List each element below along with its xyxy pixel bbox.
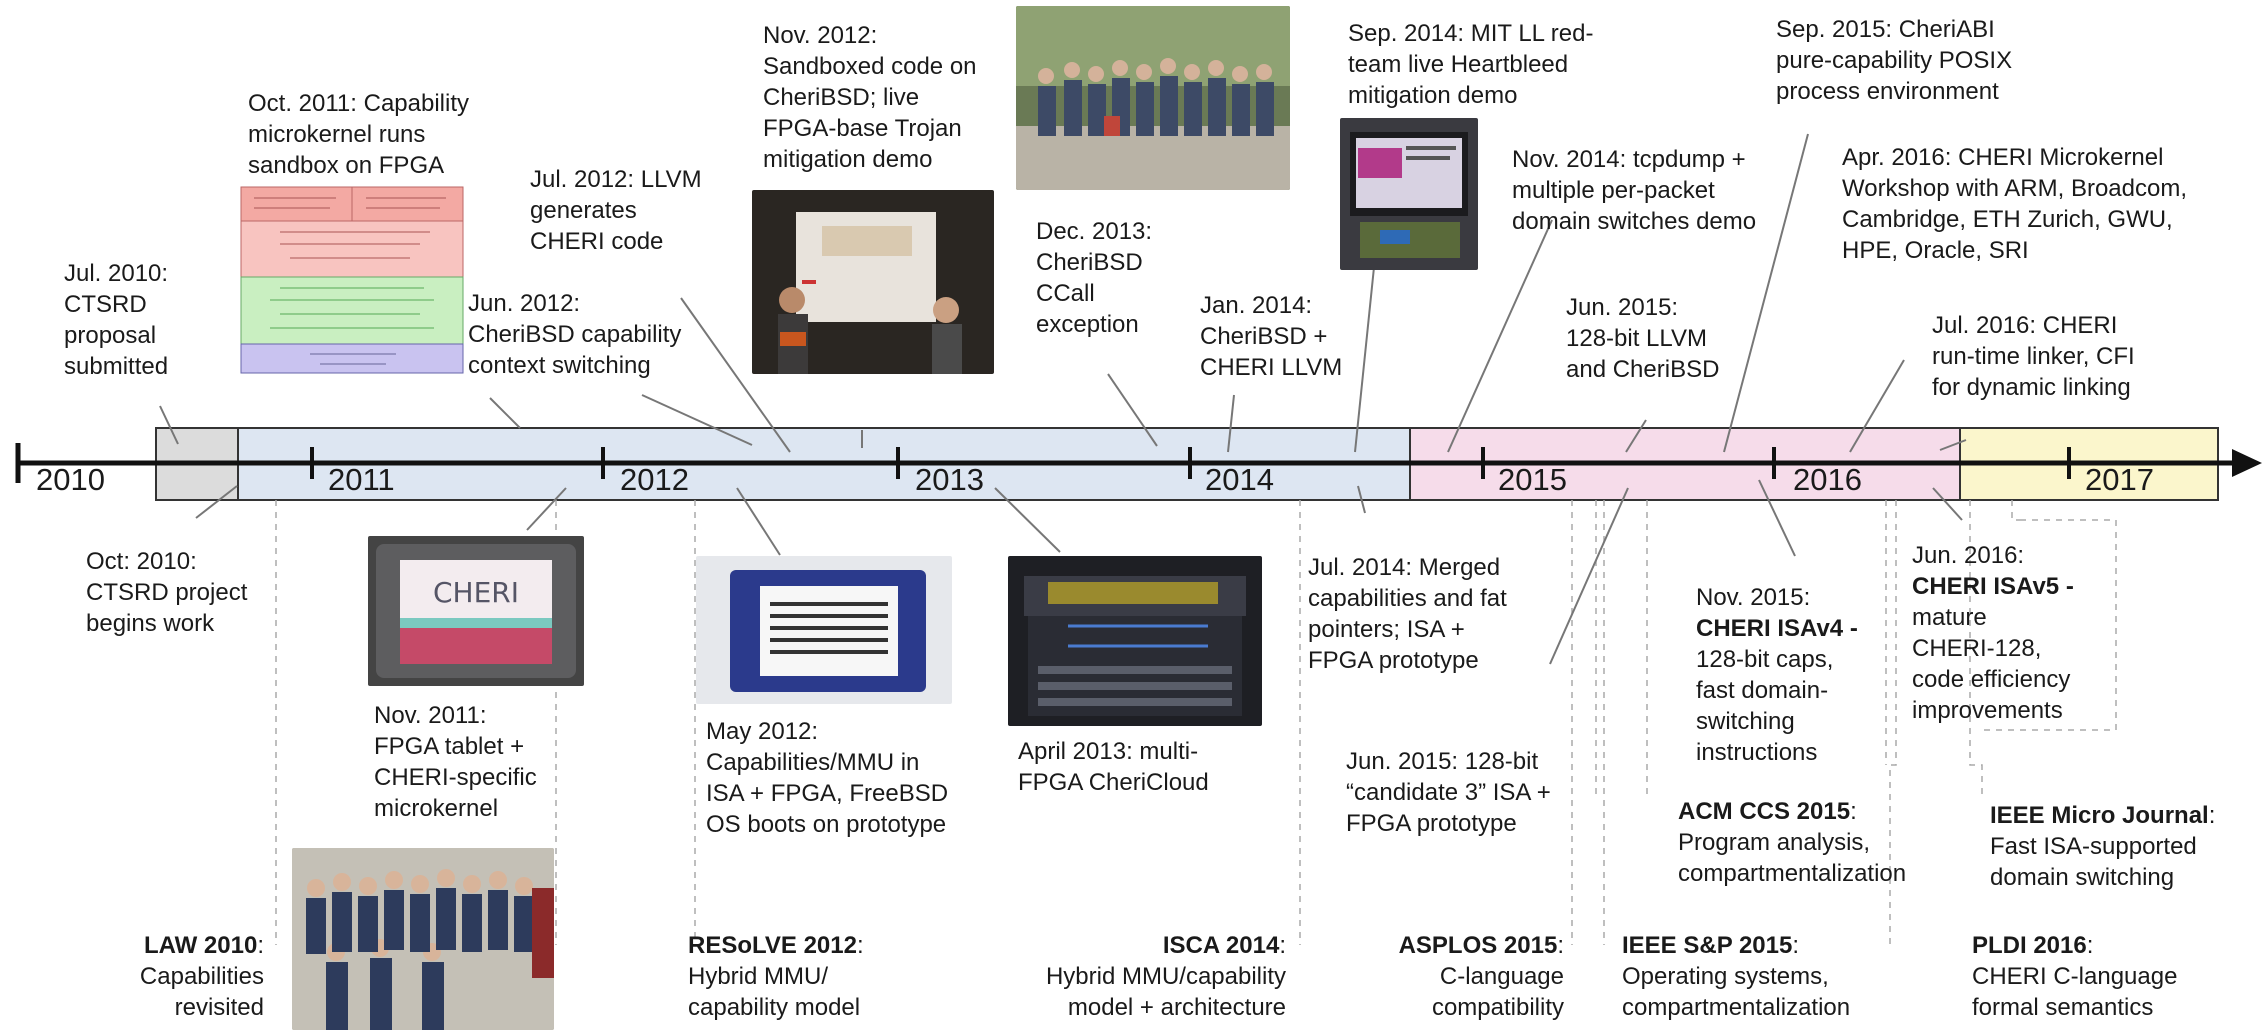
pub-acm-ccs-2015-venue: ACM CCS 2015: [1678, 798, 1851, 825]
event-dec-2013: Dec. 2013: CheriBSD CCall exception: [1036, 218, 1153, 338]
pub-resolve-2012-venue: RESoLVE 2012: [688, 932, 857, 959]
colon: :: [257, 932, 264, 959]
pub-law-2010: LAW 2010: Capabilities revisited: [140, 930, 264, 1023]
pub-asplos-2015-topic: C-language compatibility: [1431, 963, 1564, 1021]
event-jun-2016-isa: CHERI ISAv5: [1912, 573, 2060, 600]
colon: :: [1557, 932, 1564, 959]
tablet-screen-text: CHERI: [433, 576, 519, 609]
publication-guides: [275, 500, 2117, 945]
pub-law-2010-topic: Capabilities revisited: [139, 963, 264, 1021]
pub-acm-ccs-2015: ACM CCS 2015: Program analysis, compartm…: [1678, 796, 1906, 889]
pub-isca-2014-venue: ISCA 2014: [1162, 932, 1280, 959]
event-nov-2014: Nov. 2014: tcpdump + multiple per-packet…: [1512, 146, 1757, 235]
event-jun-2015-isa: Jun. 2015: 128-bit “candidate 3” ISA + F…: [1346, 748, 1551, 837]
pub-ieee-micro-topic: Fast ISA-supported domain switching: [1990, 833, 2197, 891]
event-jul-2010: Jul. 2010: CTSRD proposal submitted: [64, 260, 169, 380]
event-apr-2013: April 2013: multi- FPGA CheriCloud: [1018, 738, 1209, 796]
event-may-2012: May 2012: Capabilities/MMU in ISA + FPGA…: [706, 718, 949, 838]
event-jun-2016: Jun. 2016: CHERI ISAv5 - mature CHERI-12…: [1912, 540, 2074, 726]
event-nov-2012: Nov. 2012: Sandboxed code on CheriBSD; l…: [763, 22, 977, 173]
year-2015: 2015: [1498, 462, 1567, 497]
event-nov-2015-details: 128-bit caps, fast domain- switching ins…: [1696, 646, 1834, 766]
event-jun-2012: Jun. 2012: CheriBSD capability context s…: [468, 290, 682, 379]
year-2010: 2010: [36, 462, 105, 497]
year-ticks: [310, 447, 2071, 479]
year-2013: 2013: [915, 462, 984, 497]
colon: :: [1850, 798, 1857, 825]
event-apr-2016: Apr. 2016: CHERI Microkernel Workshop wi…: [1842, 144, 2188, 264]
pub-isca-2014-topic: Hybrid MMU/capability model + architectu…: [1045, 963, 1286, 1021]
pub-ieee-sp-2015-topic: Operating systems, compartmentalization: [1622, 963, 1851, 1021]
pub-pldi-2016-topic: CHERI C-language formal semantics: [1972, 963, 2178, 1021]
year-2012: 2012: [620, 462, 689, 497]
colon: :: [1279, 932, 1286, 959]
event-jun-2016-dash: -: [2059, 573, 2074, 600]
year-2016: 2016: [1793, 462, 1862, 497]
pub-ieee-micro-venue: IEEE Micro Journal: [1990, 802, 2209, 829]
team-group-photo-2013: [1016, 6, 1290, 190]
event-oct-2011: Oct. 2011: Capability microkernel runs s…: [248, 90, 470, 179]
event-nov-2015-isa: CHERI ISAv4: [1696, 615, 1844, 642]
event-nov-2011: Nov. 2011: FPGA tablet + CHERI-specific …: [374, 702, 537, 822]
pub-law-2010-venue: LAW 2010: [143, 932, 258, 959]
event-jul-2012: Jul. 2012: LLVM generates CHERI code: [530, 166, 702, 255]
event-jul-2014: Jul. 2014: Merged capabilities and fat p…: [1308, 554, 1507, 674]
pub-asplos-2015: ASPLOS 2015: C-language compatibility: [1399, 930, 1564, 1023]
event-jan-2014: Jan. 2014: CheriBSD + CHERI LLVM: [1200, 292, 1343, 381]
fpga-keyboard-tablet-photo: [696, 556, 952, 704]
colon: :: [1792, 932, 1800, 959]
pub-acm-ccs-2015-topic: Program analysis, compartmentalization: [1678, 829, 1907, 887]
event-jun-2015-llvm: Jun. 2015: 128-bit LLVM and CheriBSD: [1566, 294, 1720, 383]
event-sep-2014: Sep. 2014: MIT LL red- team live Heartbl…: [1348, 20, 1594, 109]
year-2014: 2014: [1205, 462, 1274, 497]
event-oct-2010: Oct: 2010: CTSRD project begins work: [86, 548, 248, 637]
event-nov-2015-date: Nov. 2015:: [1696, 584, 1811, 611]
trojan-demo-photo: [752, 190, 994, 374]
pub-resolve-2012: RESoLVE 2012: Hybrid MMU/ capability mod…: [688, 930, 864, 1023]
event-nov-2015: Nov. 2015: CHERI ISAv4 - 128-bit caps, f…: [1696, 582, 1858, 768]
event-jun-2016-date: Jun. 2016:: [1912, 542, 2025, 569]
year-2011: 2011: [328, 462, 395, 497]
leader-lines: [159, 133, 1967, 665]
event-jul-2016: Jul. 2016: CHERI run-time linker, CFI fo…: [1932, 312, 2135, 401]
law-2010-group-photo: [292, 848, 554, 1030]
pub-asplos-2015-venue: ASPLOS 2015: [1398, 932, 1558, 959]
pub-ieee-micro: IEEE Micro Journal: Fast ISA-supported d…: [1990, 800, 2215, 893]
sandbox-diagram-image: [240, 186, 464, 374]
fpga-tablet-photo: CHERI: [368, 536, 584, 686]
colon: :: [2208, 802, 2216, 829]
pub-pldi-2016-venue: PLDI 2016: [1972, 932, 2087, 959]
event-jun-2016-details: mature CHERI-128, code efficiency improv…: [1912, 604, 2071, 724]
pub-isca-2014: ISCA 2014: Hybrid MMU/capability model +…: [1046, 930, 1286, 1023]
chericloud-photo: [1008, 556, 1262, 726]
pub-resolve-2012-topic: Hybrid MMU/ capability model: [688, 963, 861, 1021]
axis-arrowhead: [2232, 449, 2262, 477]
heartbleed-demo-photo: [1340, 118, 1478, 270]
pub-pldi-2016: PLDI 2016: CHERI C-language formal seman…: [1972, 930, 2177, 1023]
year-2017: 2017: [2085, 462, 2154, 497]
event-nov-2015-dash: -: [1843, 615, 1858, 642]
colon: :: [2086, 932, 2094, 959]
pub-ieee-sp-2015-venue: IEEE S&P 2015: [1622, 932, 1793, 959]
colon: :: [856, 932, 864, 959]
pub-ieee-sp-2015: IEEE S&P 2015: Operating systems, compar…: [1622, 930, 1850, 1023]
event-sep-2015: Sep. 2015: CheriABI pure-capability POSI…: [1776, 16, 2013, 105]
